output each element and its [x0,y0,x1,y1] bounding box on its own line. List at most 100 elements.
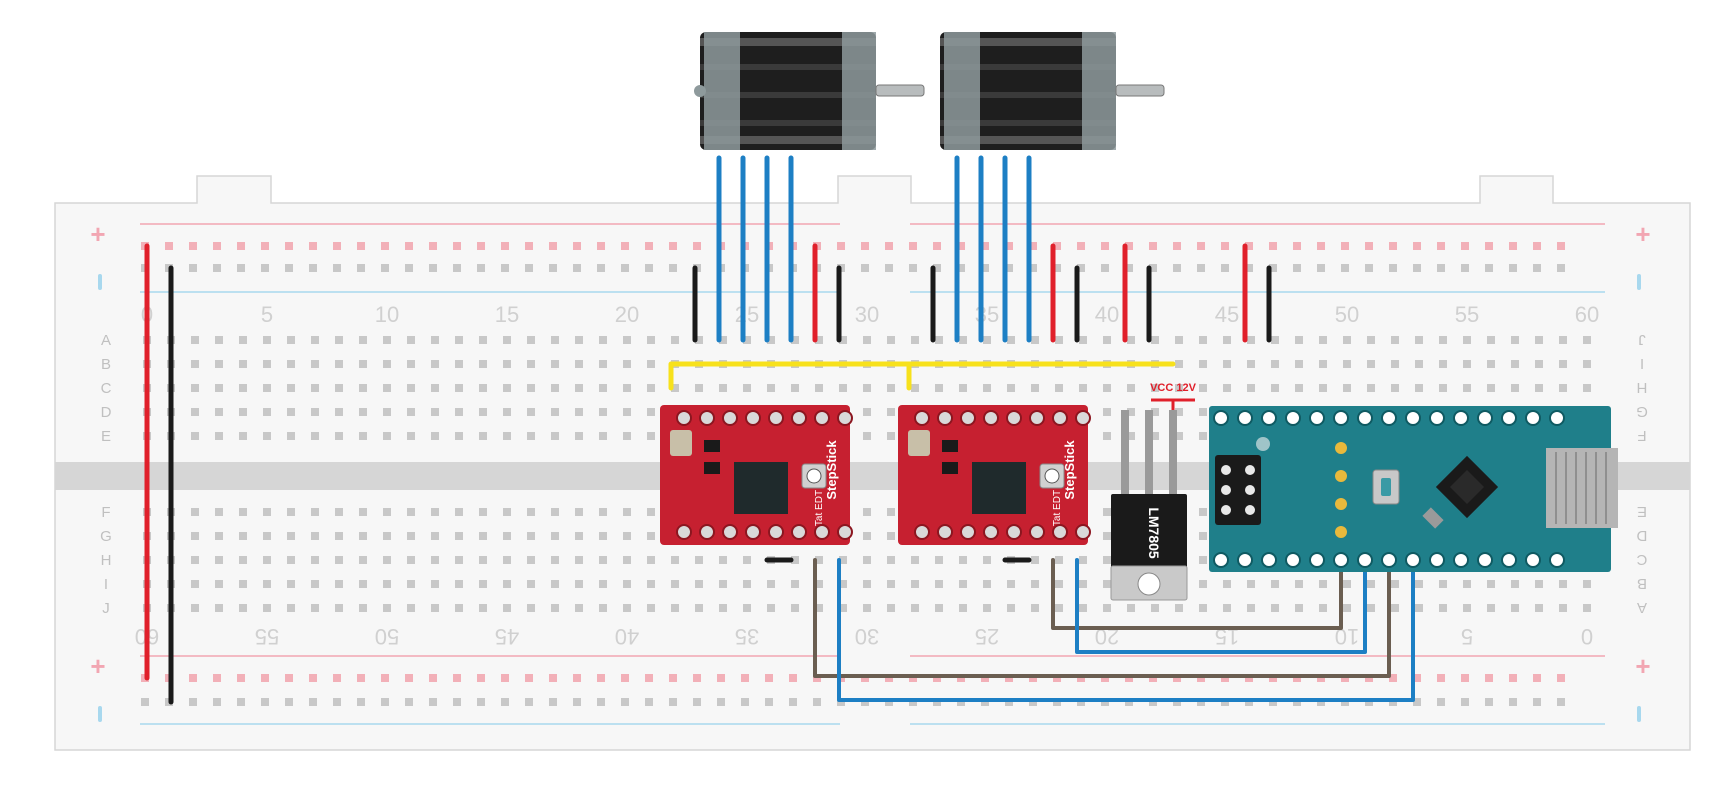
vcc-marker: VCC 12V [1150,382,1197,410]
terminal-hole [431,604,439,612]
terminal-hole [599,556,607,564]
arduino-pin [1285,410,1301,426]
terminal-hole [1223,336,1231,344]
rail-hole [357,264,365,272]
terminal-hole [191,336,199,344]
terminal-hole [1271,604,1279,612]
rail-hole [549,242,557,250]
rail-hole [309,264,317,272]
rail-hole [1245,264,1253,272]
terminal-hole [287,580,295,588]
rail-hole [861,264,869,272]
terminal-hole [839,580,847,588]
rail-hole [693,674,701,682]
terminal-hole [1055,336,1063,344]
rail-hole [333,264,341,272]
terminal-hole [983,336,991,344]
terminal-hole [1127,604,1135,612]
terminal-hole [743,604,751,612]
terminal-hole [599,336,607,344]
rail-hole [1317,242,1325,250]
terminal-hole [767,604,775,612]
terminal-hole [1223,580,1231,588]
rail-hole [1077,264,1085,272]
terminal-hole [551,432,559,440]
rail-hole [1269,264,1277,272]
terminal-hole [599,580,607,588]
column-number-bottom: 45 [495,624,519,649]
rail-hole [189,242,197,250]
terminal-hole [311,384,319,392]
terminal-hole [815,384,823,392]
rail-hole [597,698,605,706]
rail-hole [1173,242,1181,250]
terminal-hole [263,384,271,392]
terminal-hole [767,336,775,344]
terminal-hole [1103,508,1111,516]
terminal-hole [335,432,343,440]
terminal-hole [239,384,247,392]
rail-hole [1149,242,1157,250]
arduino-pin [1237,552,1253,568]
terminal-hole [863,384,871,392]
terminal-hole [1103,556,1111,564]
terminal-hole [503,532,511,540]
terminal-hole [431,384,439,392]
terminal-hole [1031,384,1039,392]
terminal-hole [1583,336,1591,344]
terminal-hole [1559,580,1567,588]
row-letter-right: A [1637,599,1647,616]
rail-hole [1149,264,1157,272]
terminal-hole [695,604,703,612]
rail-hole [549,698,557,706]
arduino-pin [1525,552,1541,568]
rail-hole [645,242,653,250]
terminal-hole [1487,336,1495,344]
rail-hole [1245,242,1253,250]
terminal-hole [1319,336,1327,344]
terminal-hole [647,384,655,392]
terminal-hole [1439,384,1447,392]
terminal-hole [263,336,271,344]
terminal-hole [551,408,559,416]
arduino-pin [1309,410,1325,426]
terminal-hole [791,336,799,344]
rail-hole [981,242,989,250]
rail-hole [1293,264,1301,272]
terminal-hole [191,508,199,516]
terminal-hole [1175,384,1183,392]
terminal-hole [551,532,559,540]
rail-hole [741,674,749,682]
rail-hole [645,674,653,682]
terminal-hole [1295,604,1303,612]
terminal-hole [647,408,655,416]
terminal-hole [215,508,223,516]
terminal-hole [479,508,487,516]
rail-hole [1557,264,1565,272]
terminal-hole [599,384,607,392]
rail-hole [165,242,173,250]
terminal-hole [191,580,199,588]
terminal-hole [287,408,295,416]
arduino-pin [1309,552,1325,568]
terminal-hole [623,532,631,540]
terminal-hole [407,604,415,612]
rail-hole [1173,264,1181,272]
rail-hole [333,242,341,250]
rail-hole [405,674,413,682]
rail-plus-sign: + [90,219,105,249]
terminal-hole [1271,384,1279,392]
rail-minus-sign [1637,706,1641,722]
row-letter-left: G [100,528,112,545]
terminal-hole [1199,336,1207,344]
wires [144,155,1415,705]
terminal-hole [503,604,511,612]
terminal-hole [1007,604,1015,612]
terminal-hole [1391,336,1399,344]
terminal-hole [407,360,415,368]
rail-hole [1389,264,1397,272]
rail-hole [429,674,437,682]
terminal-hole [311,408,319,416]
